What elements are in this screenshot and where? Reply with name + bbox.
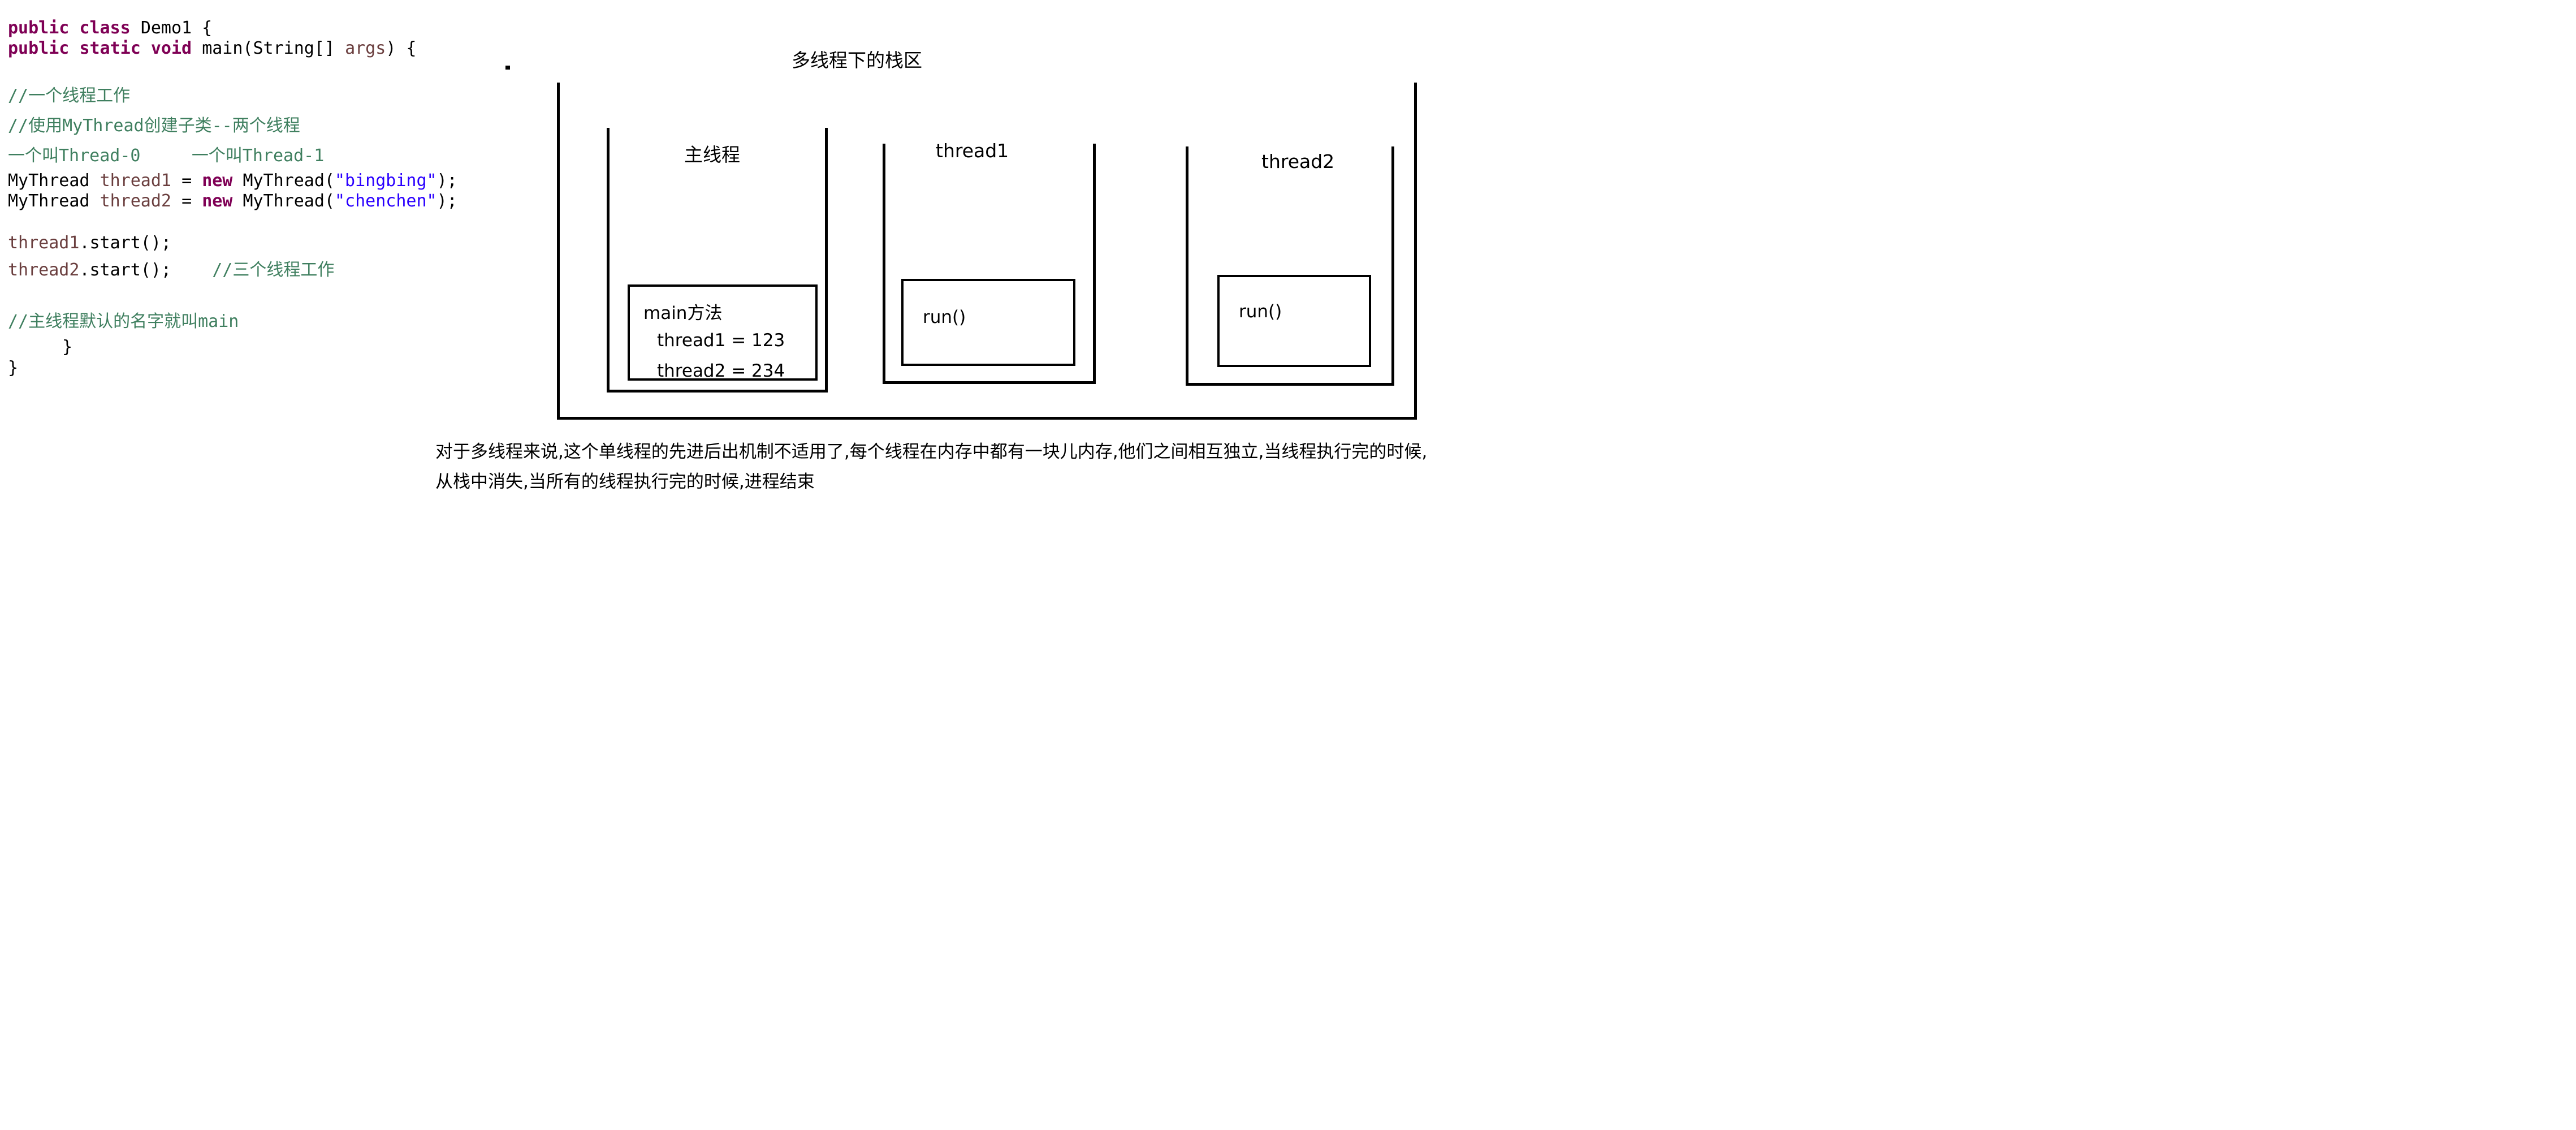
code-line-class-decl: public class Demo1 { bbox=[8, 18, 212, 38]
outer-stack-bottom-wall bbox=[557, 417, 1417, 420]
var-name: thread1 bbox=[100, 171, 171, 191]
keyword: new bbox=[202, 171, 233, 191]
statement-end: ); bbox=[436, 171, 457, 191]
code-line-start1: thread1.start(); bbox=[8, 233, 171, 253]
outer-stack-left-wall bbox=[557, 83, 560, 420]
keyword: public bbox=[8, 18, 70, 38]
stack-frame-thread2-run bbox=[1217, 275, 1371, 367]
frame-line-thread1: thread1 = 123 bbox=[657, 330, 785, 351]
keyword: new bbox=[202, 191, 233, 211]
frame-line-thread2: thread2 = 234 bbox=[657, 361, 785, 381]
thread2-stack-bottom-wall bbox=[1186, 383, 1394, 386]
var-name: thread1 bbox=[8, 233, 80, 253]
code-line-thread2-new: MyThread thread2 = new MyThread("chenche… bbox=[8, 191, 457, 212]
comment-three-threads: //三个线程工作 bbox=[212, 260, 335, 280]
method-signature: main(String[] bbox=[202, 38, 335, 58]
method-call: .start(); bbox=[79, 260, 171, 280]
code-comment-thread-names: 一个叫Thread-0 一个叫Thread-1 bbox=[8, 146, 324, 166]
code-close-method: } bbox=[62, 337, 73, 357]
keyword: static bbox=[79, 38, 141, 58]
keyword: void bbox=[150, 38, 192, 58]
code-line-main-decl: public static void main(String[] args) { bbox=[8, 38, 417, 59]
equals: = bbox=[181, 191, 192, 211]
main-stack-right-wall bbox=[825, 128, 828, 393]
type-name: MyThread bbox=[8, 191, 90, 211]
frame-title-thread1: run() bbox=[923, 307, 966, 327]
code-comment-one-thread: //一个线程工作 bbox=[8, 86, 131, 106]
stack-frame-thread1-run bbox=[901, 279, 1075, 366]
stack-label-thread1: thread1 bbox=[936, 140, 1009, 162]
code-line-start2: thread2.start(); //三个线程工作 bbox=[8, 260, 334, 281]
method-call: .start(); bbox=[79, 233, 171, 253]
main-stack-left-wall bbox=[607, 128, 610, 393]
var-name: thread2 bbox=[100, 191, 171, 211]
caption-line-1: 对于多线程来说,这个单线程的先进后出机制不适用了,每个线程在内存中都有一块儿内存… bbox=[435, 442, 1428, 462]
caption-line-2: 从栈中消失,当所有的线程执行完的时候,进程结束 bbox=[435, 472, 815, 492]
comment-thread-1: 一个叫Thread-1 bbox=[191, 146, 325, 166]
code-comment-mythread: //使用MyThread创建子类--两个线程 bbox=[8, 116, 300, 136]
cursor-mark bbox=[505, 66, 510, 70]
keyword: public bbox=[8, 38, 70, 58]
code-comment-main-name: //主线程默认的名字就叫main bbox=[8, 312, 239, 331]
thread1-stack-bottom-wall bbox=[883, 381, 1096, 384]
string-literal: "bingbing" bbox=[335, 171, 437, 191]
type-name: MyThread bbox=[8, 171, 90, 191]
thread2-stack-right-wall bbox=[1391, 146, 1394, 386]
var-name: thread2 bbox=[8, 260, 80, 280]
keyword: class bbox=[79, 18, 131, 38]
stack-frame-main-method bbox=[628, 284, 818, 381]
outer-stack-right-wall bbox=[1414, 83, 1417, 420]
thread1-stack-left-wall bbox=[883, 144, 885, 384]
thread2-stack-left-wall bbox=[1186, 146, 1188, 386]
constructor: MyThread( bbox=[243, 171, 335, 191]
constructor: MyThread( bbox=[243, 191, 335, 211]
diagram-title: 多线程下的栈区 bbox=[792, 49, 922, 71]
code-line-thread1-new: MyThread thread1 = new MyThread("bingbin… bbox=[8, 171, 457, 191]
thread1-stack-right-wall bbox=[1093, 144, 1096, 384]
stack-label-thread2: thread2 bbox=[1261, 150, 1335, 172]
param-name: args bbox=[345, 38, 386, 58]
statement-end: ); bbox=[436, 191, 457, 211]
equals: = bbox=[181, 171, 192, 191]
main-stack-bottom-wall bbox=[607, 390, 828, 393]
frame-title-main: main方法 bbox=[643, 303, 723, 324]
frame-title-thread2: run() bbox=[1239, 301, 1282, 322]
comment-thread-0: 一个叫Thread-0 bbox=[8, 146, 141, 166]
method-open: ) { bbox=[386, 38, 417, 58]
class-name: Demo1 { bbox=[140, 18, 213, 38]
code-close-class: } bbox=[8, 358, 19, 378]
stack-label-main: 主线程 bbox=[684, 144, 740, 166]
string-literal: "chenchen" bbox=[335, 191, 437, 211]
